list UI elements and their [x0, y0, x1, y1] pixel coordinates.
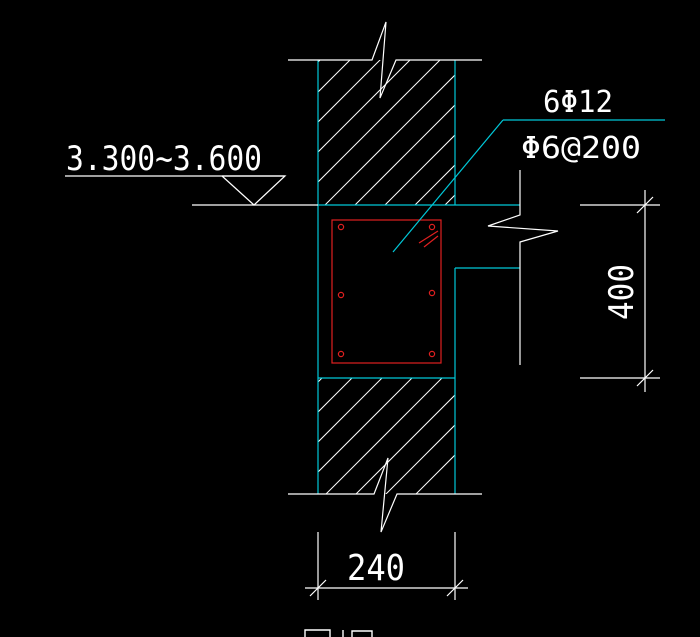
rebar-cage: [331, 219, 442, 364]
rebar-leader: [392, 119, 665, 253]
rebar-main-label: 6Φ12: [543, 85, 613, 120]
elevation-label: 3.300~3.600: [66, 139, 262, 179]
height-dimension-label: 400: [602, 264, 642, 320]
elevation-marker: [65, 175, 318, 206]
upper-wall-hatch: [318, 60, 455, 205]
width-dimension: [305, 532, 468, 600]
lower-wall-hatch: [318, 378, 455, 494]
width-dimension-label: 240: [347, 548, 405, 589]
rebar-stirrup-label: Φ6@200: [521, 131, 641, 166]
caption-fragment: [304, 629, 373, 637]
break-lines: [288, 21, 559, 533]
height-dimension: [580, 190, 660, 392]
wall-outline: [317, 60, 520, 494]
